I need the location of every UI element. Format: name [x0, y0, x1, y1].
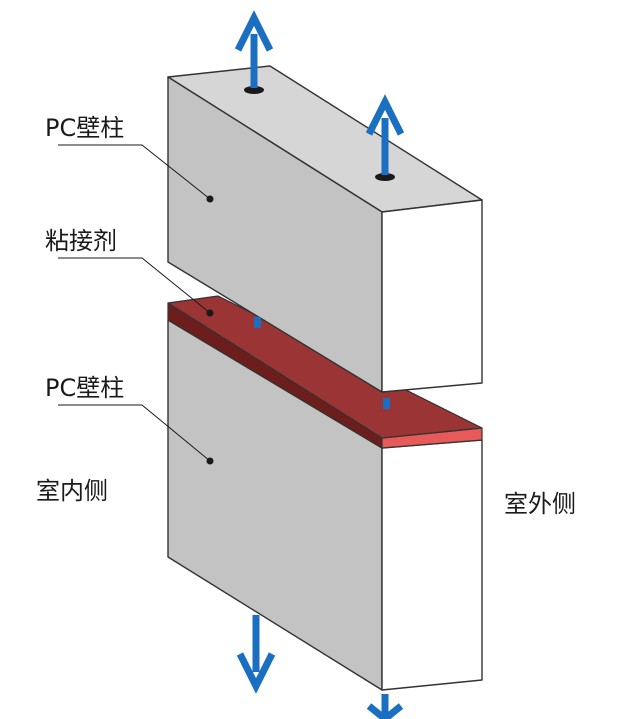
label-indoor-side: 室内侧: [36, 477, 108, 505]
bolt-hole-1: [244, 86, 264, 94]
lower-column-side-face: [381, 439, 483, 691]
arrow-up-icon: [365, 94, 405, 175]
leader-upper-column: [58, 144, 214, 203]
label-lower-pc-column: PC壁柱: [45, 374, 124, 402]
rod-stub-2: [383, 398, 390, 409]
lower-pc-column: [167, 319, 483, 691]
label-outdoor-side: 室外侧: [504, 490, 576, 518]
leader-lower-column: [58, 404, 214, 465]
arrow-up-icon: [234, 10, 274, 88]
label-adhesive: 粘接剂: [45, 227, 117, 255]
arrow-down-icon: [366, 694, 404, 719]
arrow-down-icon: [236, 615, 276, 694]
leader-adhesive: [58, 257, 214, 317]
bolt-hole-2: [375, 173, 395, 181]
upper-pc-column: [167, 65, 483, 393]
rod-stub-1: [254, 317, 261, 328]
adhesive-layer: [167, 295, 483, 449]
upper-column-side-face: [381, 199, 483, 393]
adhesive-top-face: [167, 295, 483, 439]
label-upper-pc-column: PC壁柱: [45, 114, 124, 142]
